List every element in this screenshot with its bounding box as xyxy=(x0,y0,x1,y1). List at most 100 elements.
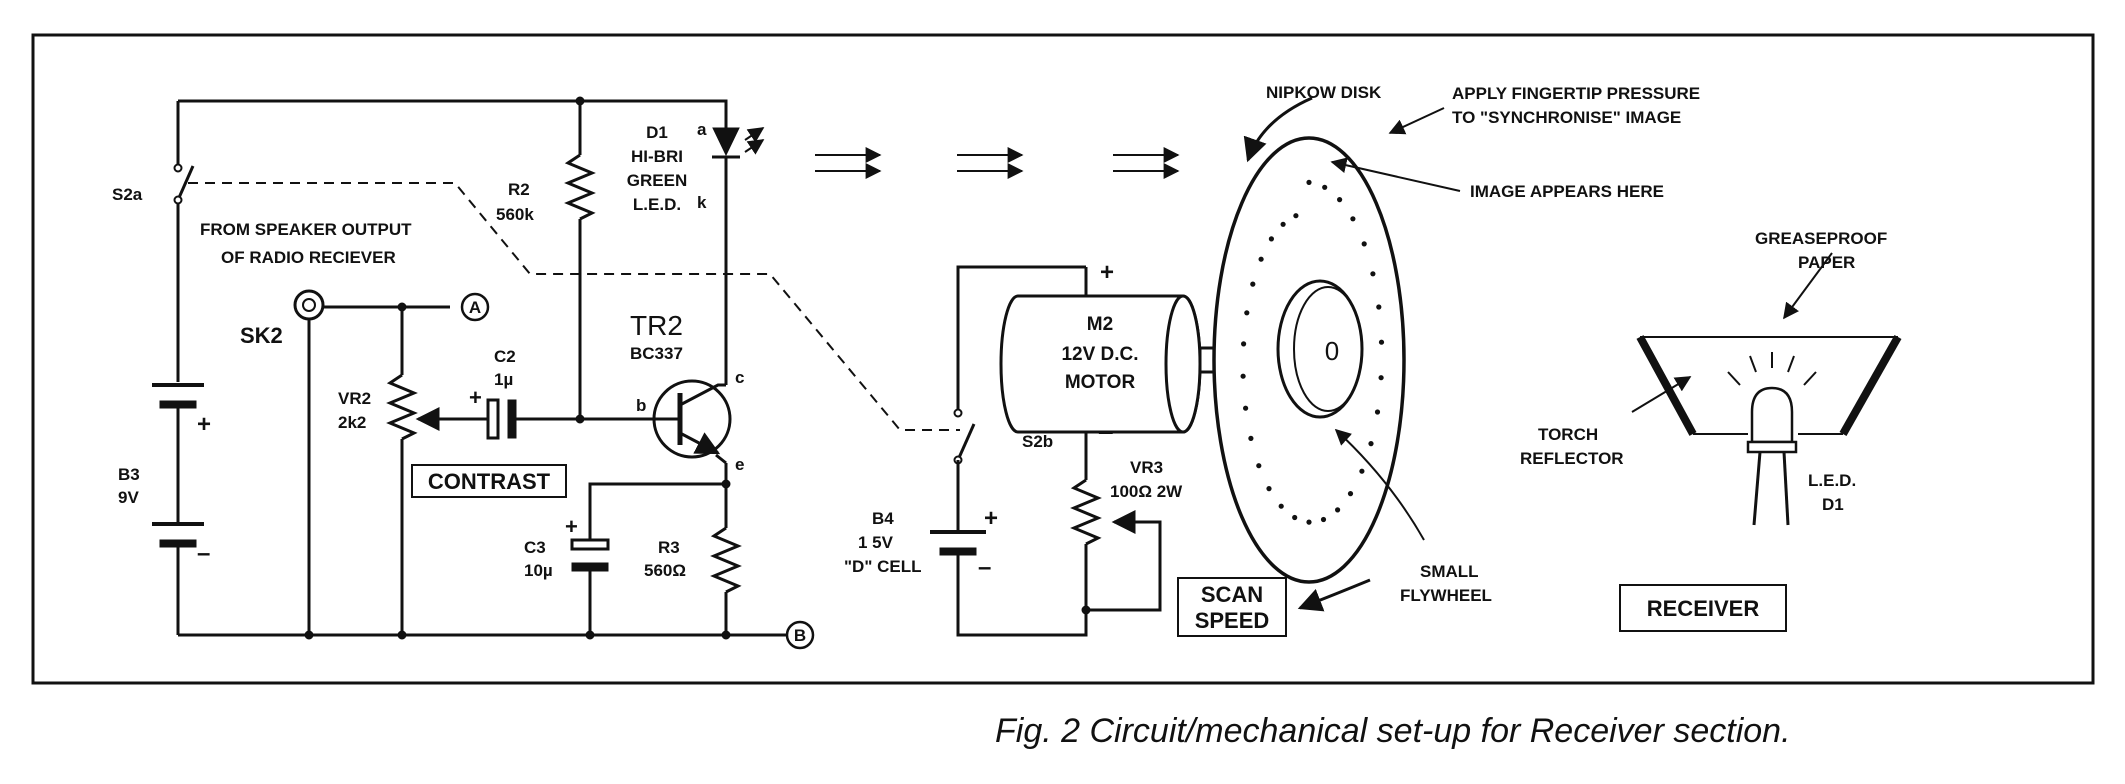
s2a-label: S2a xyxy=(112,185,143,204)
scan-hole xyxy=(1320,516,1327,523)
tr2-pin-c: c xyxy=(735,368,744,387)
scan-hole xyxy=(1280,221,1286,227)
c3-plus: + xyxy=(565,514,578,539)
b4-minus: – xyxy=(978,554,991,581)
scan-hole xyxy=(1335,507,1341,513)
m2-line3: MOTOR xyxy=(1065,372,1136,393)
r2-resistor xyxy=(564,153,596,221)
scan-speed-box xyxy=(1177,577,1287,637)
point-a xyxy=(460,292,490,322)
disk-holes xyxy=(1240,179,1385,525)
battery-b4 xyxy=(930,530,986,556)
vr3-resistor xyxy=(1070,478,1102,546)
b4-type: "D" CELL xyxy=(844,557,922,576)
scan-hole xyxy=(1240,373,1246,379)
s2a-switch xyxy=(176,165,195,201)
led-receiver-line1: L.E.D. xyxy=(1808,471,1856,490)
b3-name: B3 xyxy=(118,465,140,484)
b3-minus: – xyxy=(197,540,210,567)
c2-value: 1µ xyxy=(494,370,513,389)
scan-hole xyxy=(1370,271,1376,277)
scan-hole xyxy=(1378,339,1385,345)
figure-caption: Fig. 2 Circuit/mechanical set-up for Rec… xyxy=(995,712,1791,750)
m2-name: M2 xyxy=(1087,314,1113,335)
scan-hole xyxy=(1359,468,1365,474)
scan-hole xyxy=(1258,256,1264,262)
hub-label: 0 xyxy=(1325,336,1339,366)
scan-hole xyxy=(1268,236,1274,242)
motor-plus: + xyxy=(1100,259,1114,286)
d1-line3: GREEN xyxy=(627,171,687,190)
scan-speed-line1: SCAN xyxy=(1201,582,1263,607)
c2-name: C2 xyxy=(494,347,516,366)
scan-hole xyxy=(1256,463,1262,469)
c3-value: 10µ xyxy=(524,561,553,580)
capacitor-c3 xyxy=(570,538,610,572)
tr2-pin-b: b xyxy=(636,396,646,415)
scan-hole xyxy=(1278,503,1284,509)
scan-hole xyxy=(1248,435,1254,441)
paper-line2: PAPER xyxy=(1798,253,1855,272)
b3-plus: + xyxy=(197,411,211,438)
scan-hole xyxy=(1293,213,1299,219)
receiver-box xyxy=(1619,584,1787,632)
point-b-label: B xyxy=(794,626,806,645)
scan-hole xyxy=(1244,310,1250,316)
pressure-line1: APPLY FINGERTIP PRESSURE xyxy=(1452,84,1700,103)
b3-value: 9V xyxy=(118,488,139,507)
vr3-name: VR3 xyxy=(1130,458,1163,477)
speaker-note-line1: FROM SPEAKER OUTPUT xyxy=(200,220,412,239)
scan-hole xyxy=(1250,281,1256,287)
scan-hole xyxy=(1368,441,1374,447)
scan-hole xyxy=(1241,341,1247,347)
r2-value: 560k xyxy=(496,205,534,224)
rotation-arrow-top xyxy=(1243,96,1313,163)
point-b xyxy=(785,620,815,650)
circuit: S2a FROM SPEAKER OUTPUT OF RADIO RECIEVE… xyxy=(112,96,960,650)
b4-name: B4 xyxy=(872,509,894,528)
scan-hole xyxy=(1243,405,1249,411)
contrast-label: CONTRAST xyxy=(428,469,551,494)
tr2-name: TR2 xyxy=(630,310,683,341)
scan-hole xyxy=(1374,409,1381,415)
tr2-type: BC337 xyxy=(630,344,683,363)
nipkow-disk: 0 xyxy=(1212,96,1461,612)
m2-line2: 12V D.C. xyxy=(1061,344,1138,365)
s2b-label: S2b xyxy=(1022,432,1053,451)
nipkow-label: NIPKOW DISK xyxy=(1266,83,1382,102)
sk2-label: SK2 xyxy=(240,323,283,348)
d1-line1: D1 xyxy=(646,123,668,142)
image-appears-label: IMAGE APPEARS HERE xyxy=(1470,182,1664,201)
torch-reflector xyxy=(1636,335,1902,436)
paper-line1: GREASEPROOF xyxy=(1755,229,1887,248)
scan-hole xyxy=(1376,304,1382,310)
scan-hole xyxy=(1347,491,1354,497)
scan-hole xyxy=(1361,241,1367,247)
flywheel-line1: SMALL xyxy=(1420,562,1479,581)
switch-gang-line xyxy=(188,182,960,431)
scan-hole xyxy=(1322,184,1328,190)
contrast-box xyxy=(411,464,567,498)
speaker-note-line2: OF RADIO RECIEVER xyxy=(221,248,396,267)
b4-plus: + xyxy=(984,505,998,532)
light-path-arrows xyxy=(815,147,1180,179)
scan-hole xyxy=(1292,514,1298,521)
r3-resistor xyxy=(710,526,742,594)
scan-hole xyxy=(1350,216,1356,222)
torch-line2: REFLECTOR xyxy=(1520,449,1624,468)
receiver-title: RECEIVER xyxy=(1647,596,1760,621)
tr2-pin-e: e xyxy=(735,455,744,474)
led-receiver-line2: D1 xyxy=(1822,495,1844,514)
scan-hole xyxy=(1266,486,1272,492)
vr2-resistor xyxy=(386,373,418,441)
torch-line1: TORCH xyxy=(1538,425,1598,444)
diagram-frame xyxy=(31,33,2095,685)
motor-minus: – xyxy=(1098,415,1114,446)
scan-hole xyxy=(1378,375,1384,381)
rotation-arrow-bottom xyxy=(1297,578,1371,612)
flywheel-line2: FLYWHEEL xyxy=(1400,586,1492,605)
scan-speed-line2: SPEED xyxy=(1195,608,1270,633)
vr3-value: 100Ω 2W xyxy=(1110,482,1183,501)
r2-name: R2 xyxy=(508,180,530,199)
